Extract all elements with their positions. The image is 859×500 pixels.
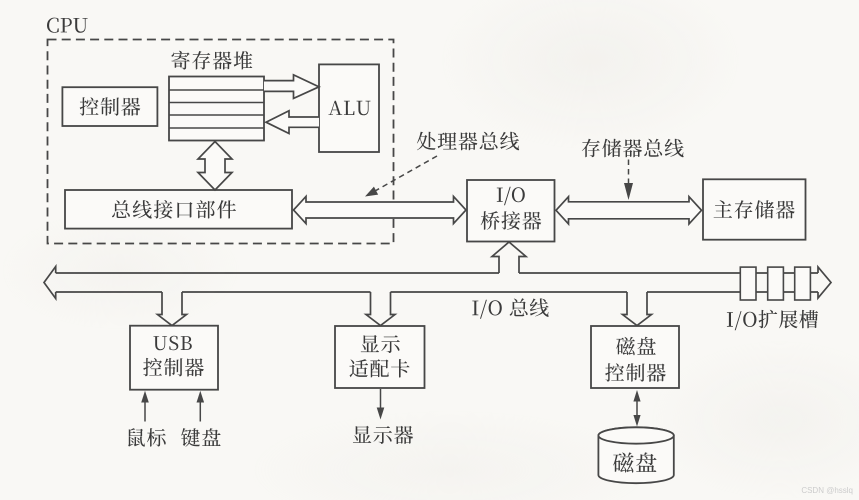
svg-text:CSDN @hsslq: CSDN @hsslq [801, 486, 853, 495]
